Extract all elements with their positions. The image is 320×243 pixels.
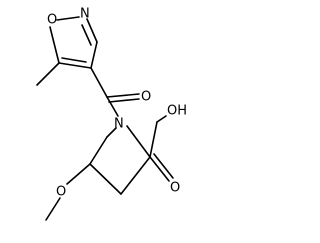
bond-c3-c4: [90, 41, 98, 69]
bond-carbonyl-o: [106, 93, 140, 98]
bond-c4-carbonyl: [90, 67, 108, 98]
bonds: [36, 16, 174, 221]
bond-carbonyl-o-double: [108, 98, 140, 103]
bond-c2-cooh: [149, 121, 158, 158]
atom-amide-o: O: [141, 90, 151, 105]
atom-acid-oh: OH: [167, 104, 187, 119]
bond-c4-c5-double: [61, 57, 87, 63]
bond-c5-methyl: [36, 62, 60, 86]
bond-cooh-o-double: [153, 153, 174, 179]
bond-n-c2: [126, 125, 151, 158]
bond-c4-o: [66, 163, 91, 185]
bond-c3-c4: [89, 163, 122, 195]
bond-c4-c5: [58, 62, 92, 69]
bond-o-methyl: [45, 197, 61, 221]
atom-labels: O N O N OH O O: [47, 7, 187, 200]
bond-n2-c3-double: [81, 24, 92, 46]
bond-carbonyl-n: [106, 96, 119, 117]
atom-methoxy-o: O: [56, 185, 66, 200]
structure-diagram: O N O N OH O O: [36, 7, 187, 221]
bond-n2-c3: [86, 18, 98, 43]
bond-c2-c3: [120, 156, 151, 195]
bond-c5-n: [106, 127, 117, 138]
atom-isoxazole-n: N: [80, 7, 90, 22]
atom-isoxazole-o: O: [47, 13, 57, 28]
bond-c5-o1: [49, 26, 60, 64]
bond-o1-n2: [56, 16, 80, 21]
atom-pyrrolidine-n: N: [114, 117, 124, 132]
bond-c4-c5: [89, 136, 108, 165]
bond-cooh-oh: [156, 115, 167, 123]
bond-cooh-o: [149, 156, 170, 182]
atom-acid-o: O: [170, 181, 180, 196]
